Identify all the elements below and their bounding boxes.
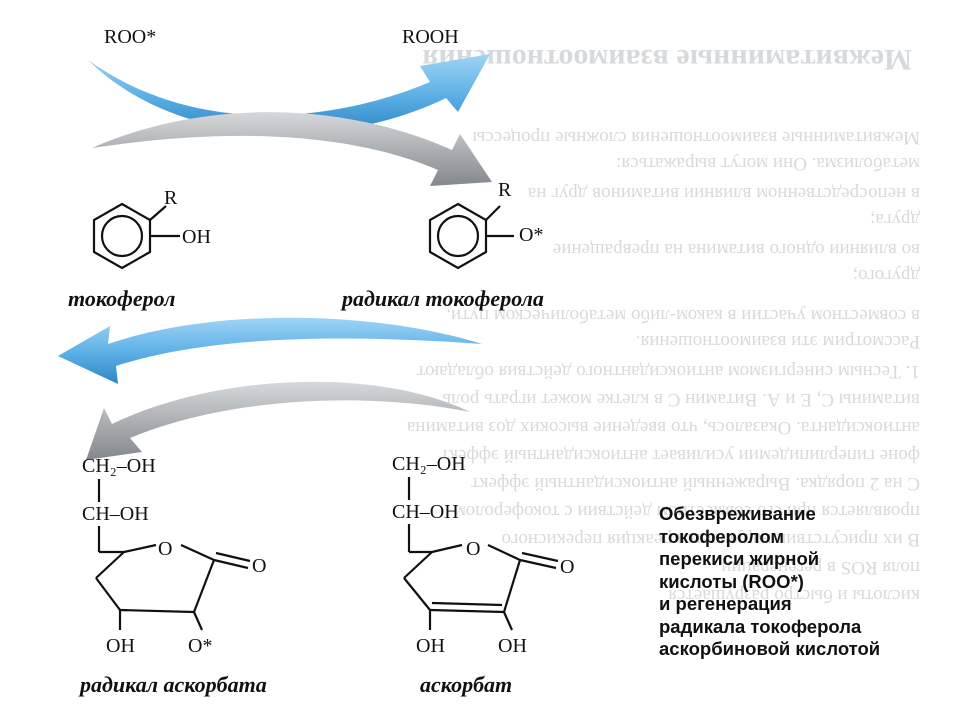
bg-line: проявляется при его совместном действии … xyxy=(454,501,920,522)
tocopherol-radical-structure xyxy=(428,202,514,270)
bg-line: в совместном участии в каком-либо метабо… xyxy=(446,305,920,326)
arrow-tocopherol-to-radical xyxy=(92,112,492,186)
caption-line: токоферолом xyxy=(659,525,785,547)
arrow-radical-to-tocopherol xyxy=(58,317,482,384)
asc-ring-o: O xyxy=(466,538,480,560)
bg-line: другого; xyxy=(853,265,920,286)
asc-radical-ch2oh: CH₂–OH xyxy=(82,455,156,477)
caption-line: аскорбиновой кислотой xyxy=(659,638,881,659)
ascorbate-structure xyxy=(403,477,559,631)
bg-line: антиоксиданта. Оказалось, что введение в… xyxy=(406,417,920,438)
caption-line: радикала токоферола xyxy=(659,615,862,637)
bg-line: метаболизма. Они могут выражаться: xyxy=(616,153,920,174)
ascorbate-radical-label: радикал аскорбата xyxy=(78,672,267,697)
bg-line: кислоты и быстро разрушается xyxy=(668,585,920,606)
bg-line: В их присутствии нарушается реакция пере… xyxy=(501,529,920,550)
bg-line: поля ROS в регенерации xyxy=(721,557,920,578)
arrow-ascorbate-to-radical xyxy=(86,381,470,460)
bg-heading: Межвитаминные взаимоотношения xyxy=(422,43,912,76)
bg-line: C на 2 порядка. Выраженный антиоксидантн… xyxy=(471,473,920,494)
bg-line: витамины C, E и A. Витамин C в клетке мо… xyxy=(442,389,920,410)
bg-line: Межвитаминные взаимоотношения сложные пр… xyxy=(472,127,920,148)
bg-line: 1. Тесным синергизмом антиоксидантного д… xyxy=(416,361,920,382)
asc-oh-right: OH xyxy=(498,635,527,657)
asc-radical-o-star: O* xyxy=(188,635,212,657)
caption-line: Обезвреживание xyxy=(659,503,816,524)
bg-line: в непосредственном влиянии витаминов дру… xyxy=(527,183,920,204)
asc-choh: CH–OH xyxy=(392,501,459,523)
radical-r: R xyxy=(498,179,512,201)
figure-caption: Обезвреживание токоферолом перекиси жирн… xyxy=(659,503,955,661)
bg-line: фоне гиперлипидемии усиливает антиоксида… xyxy=(440,445,920,466)
roo-label: ROO* xyxy=(104,26,156,48)
tocopherol-structure xyxy=(92,202,180,270)
asc-ch2oh: CH₂–OH xyxy=(392,453,466,475)
caption-line: перекиси жирной xyxy=(659,548,820,569)
asc-radical-ring-o: O xyxy=(158,538,172,560)
tocopherol-oh: OH xyxy=(182,226,211,248)
ascorbate-radical-structure xyxy=(95,479,251,631)
asc-carbonyl-o: O xyxy=(560,556,574,578)
asc-radical-carbonyl-o: O xyxy=(252,555,266,577)
caption-line: кислоты (ROO*) xyxy=(659,570,804,592)
tocopherol-radical-label: радикал токоферола xyxy=(340,286,544,311)
rooh-label: ROOH xyxy=(402,26,459,48)
radical-o: O* xyxy=(519,224,543,246)
tocopherol-label: токоферол xyxy=(68,286,175,311)
bg-line: во влиянии одного витамина на превращени… xyxy=(553,239,920,260)
tocopherol-r: R xyxy=(164,187,178,209)
caption-line: и регенерация xyxy=(659,593,792,614)
background-page-text: Межвитаминные взаимоотношения Межвитамин… xyxy=(406,43,920,606)
ascorbate-label: аскорбат xyxy=(420,672,512,697)
asc-oh-left: OH xyxy=(416,635,445,657)
bg-line: Рассмотрим эти взаимоотношения. xyxy=(636,331,920,352)
arrow-roo-to-rooh xyxy=(88,54,490,134)
asc-radical-choh: CH–OH xyxy=(82,503,149,525)
asc-radical-oh: OH xyxy=(106,635,135,657)
bg-line: друга; xyxy=(870,209,920,230)
